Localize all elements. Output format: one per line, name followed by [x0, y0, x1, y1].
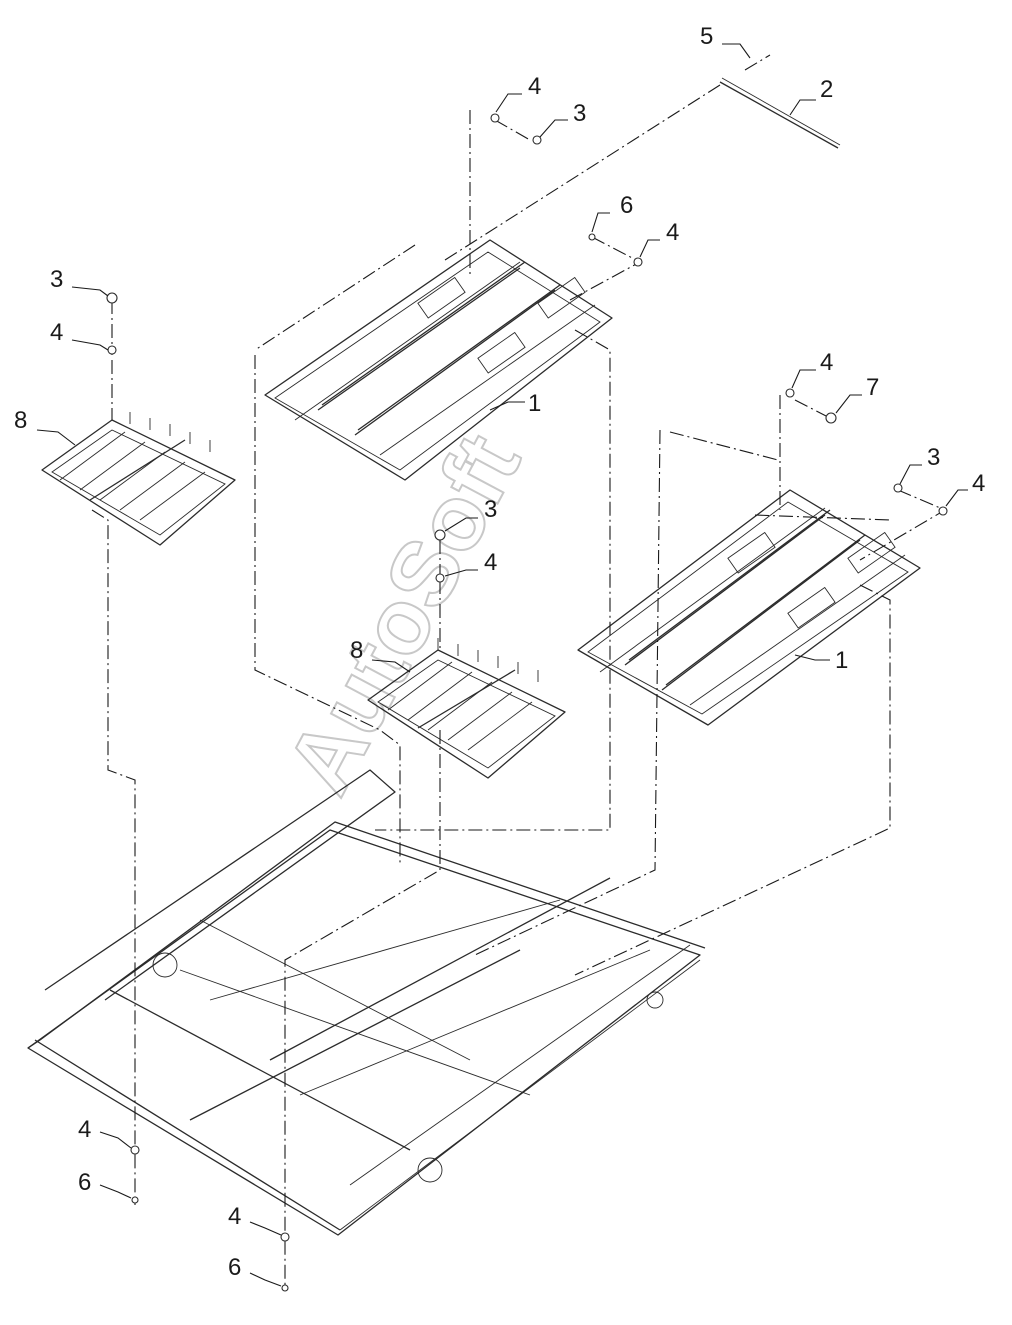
- callout-1-upper: 1: [528, 390, 541, 417]
- washer-icon: [280, 1232, 290, 1242]
- callout-4-center: 4: [484, 549, 497, 576]
- callout-4-left: 4: [50, 319, 63, 346]
- callout-4-bottom-center: 4: [228, 1203, 241, 1230]
- callout-3-center: 3: [484, 496, 497, 523]
- callout-1-lower: 1: [835, 647, 848, 674]
- hardware-items: [106, 113, 948, 1292]
- callout-6-bottom-center: 6: [228, 1254, 241, 1281]
- chassis-frame: [27, 769, 706, 1236]
- finger-sieve-left: [41, 408, 236, 546]
- callout-7-right: 7: [866, 374, 879, 401]
- leader-lines: [36, 43, 968, 1287]
- washer-icon: [633, 257, 643, 267]
- callout-4-mid: 4: [666, 219, 679, 246]
- watermark-text: AutoSoft: [268, 419, 540, 810]
- finger-sieve-center: [367, 638, 566, 779]
- pin-icon: [131, 1196, 139, 1204]
- callout-3-top: 3: [573, 100, 586, 127]
- sieve-panel-lower: [577, 489, 921, 726]
- callout-8-left: 8: [14, 407, 27, 434]
- callout-4-top: 4: [528, 73, 541, 100]
- sieve-panel-upper: [264, 239, 613, 481]
- washer-icon: [130, 1145, 140, 1155]
- callout-2-top: 2: [820, 76, 833, 103]
- bolt-icon: [893, 483, 903, 493]
- pin-icon: [281, 1284, 289, 1292]
- washer-icon: [938, 506, 948, 516]
- rod-part-2: [719, 54, 841, 149]
- bolt-icon: [825, 412, 837, 424]
- callout-3-right: 3: [927, 444, 940, 471]
- bolt-icon: [532, 135, 542, 145]
- callout-4-right: 4: [820, 349, 833, 376]
- callout-3-left: 3: [50, 266, 63, 293]
- callout-6-mid: 6: [620, 192, 633, 219]
- callout-8-center: 8: [350, 637, 363, 664]
- washer-icon: [785, 388, 795, 398]
- callout-labels: 5 2 4 3 6 4 1 3 4 8 4 7 3 4 3 4 8 1 4 6 …: [14, 23, 985, 1281]
- washer-icon: [107, 345, 117, 355]
- callout-5-top: 5: [700, 23, 713, 50]
- callout-6-bottom-left: 6: [78, 1169, 91, 1196]
- callout-4-right-b: 4: [972, 470, 985, 497]
- callout-4-bottom-left: 4: [78, 1116, 91, 1143]
- washer-icon: [435, 573, 445, 583]
- assembly-lines: [91, 84, 947, 1290]
- bolt-icon: [106, 292, 118, 304]
- bolt-icon: [434, 529, 446, 541]
- pin-icon: [588, 233, 596, 241]
- washer-icon: [490, 113, 500, 123]
